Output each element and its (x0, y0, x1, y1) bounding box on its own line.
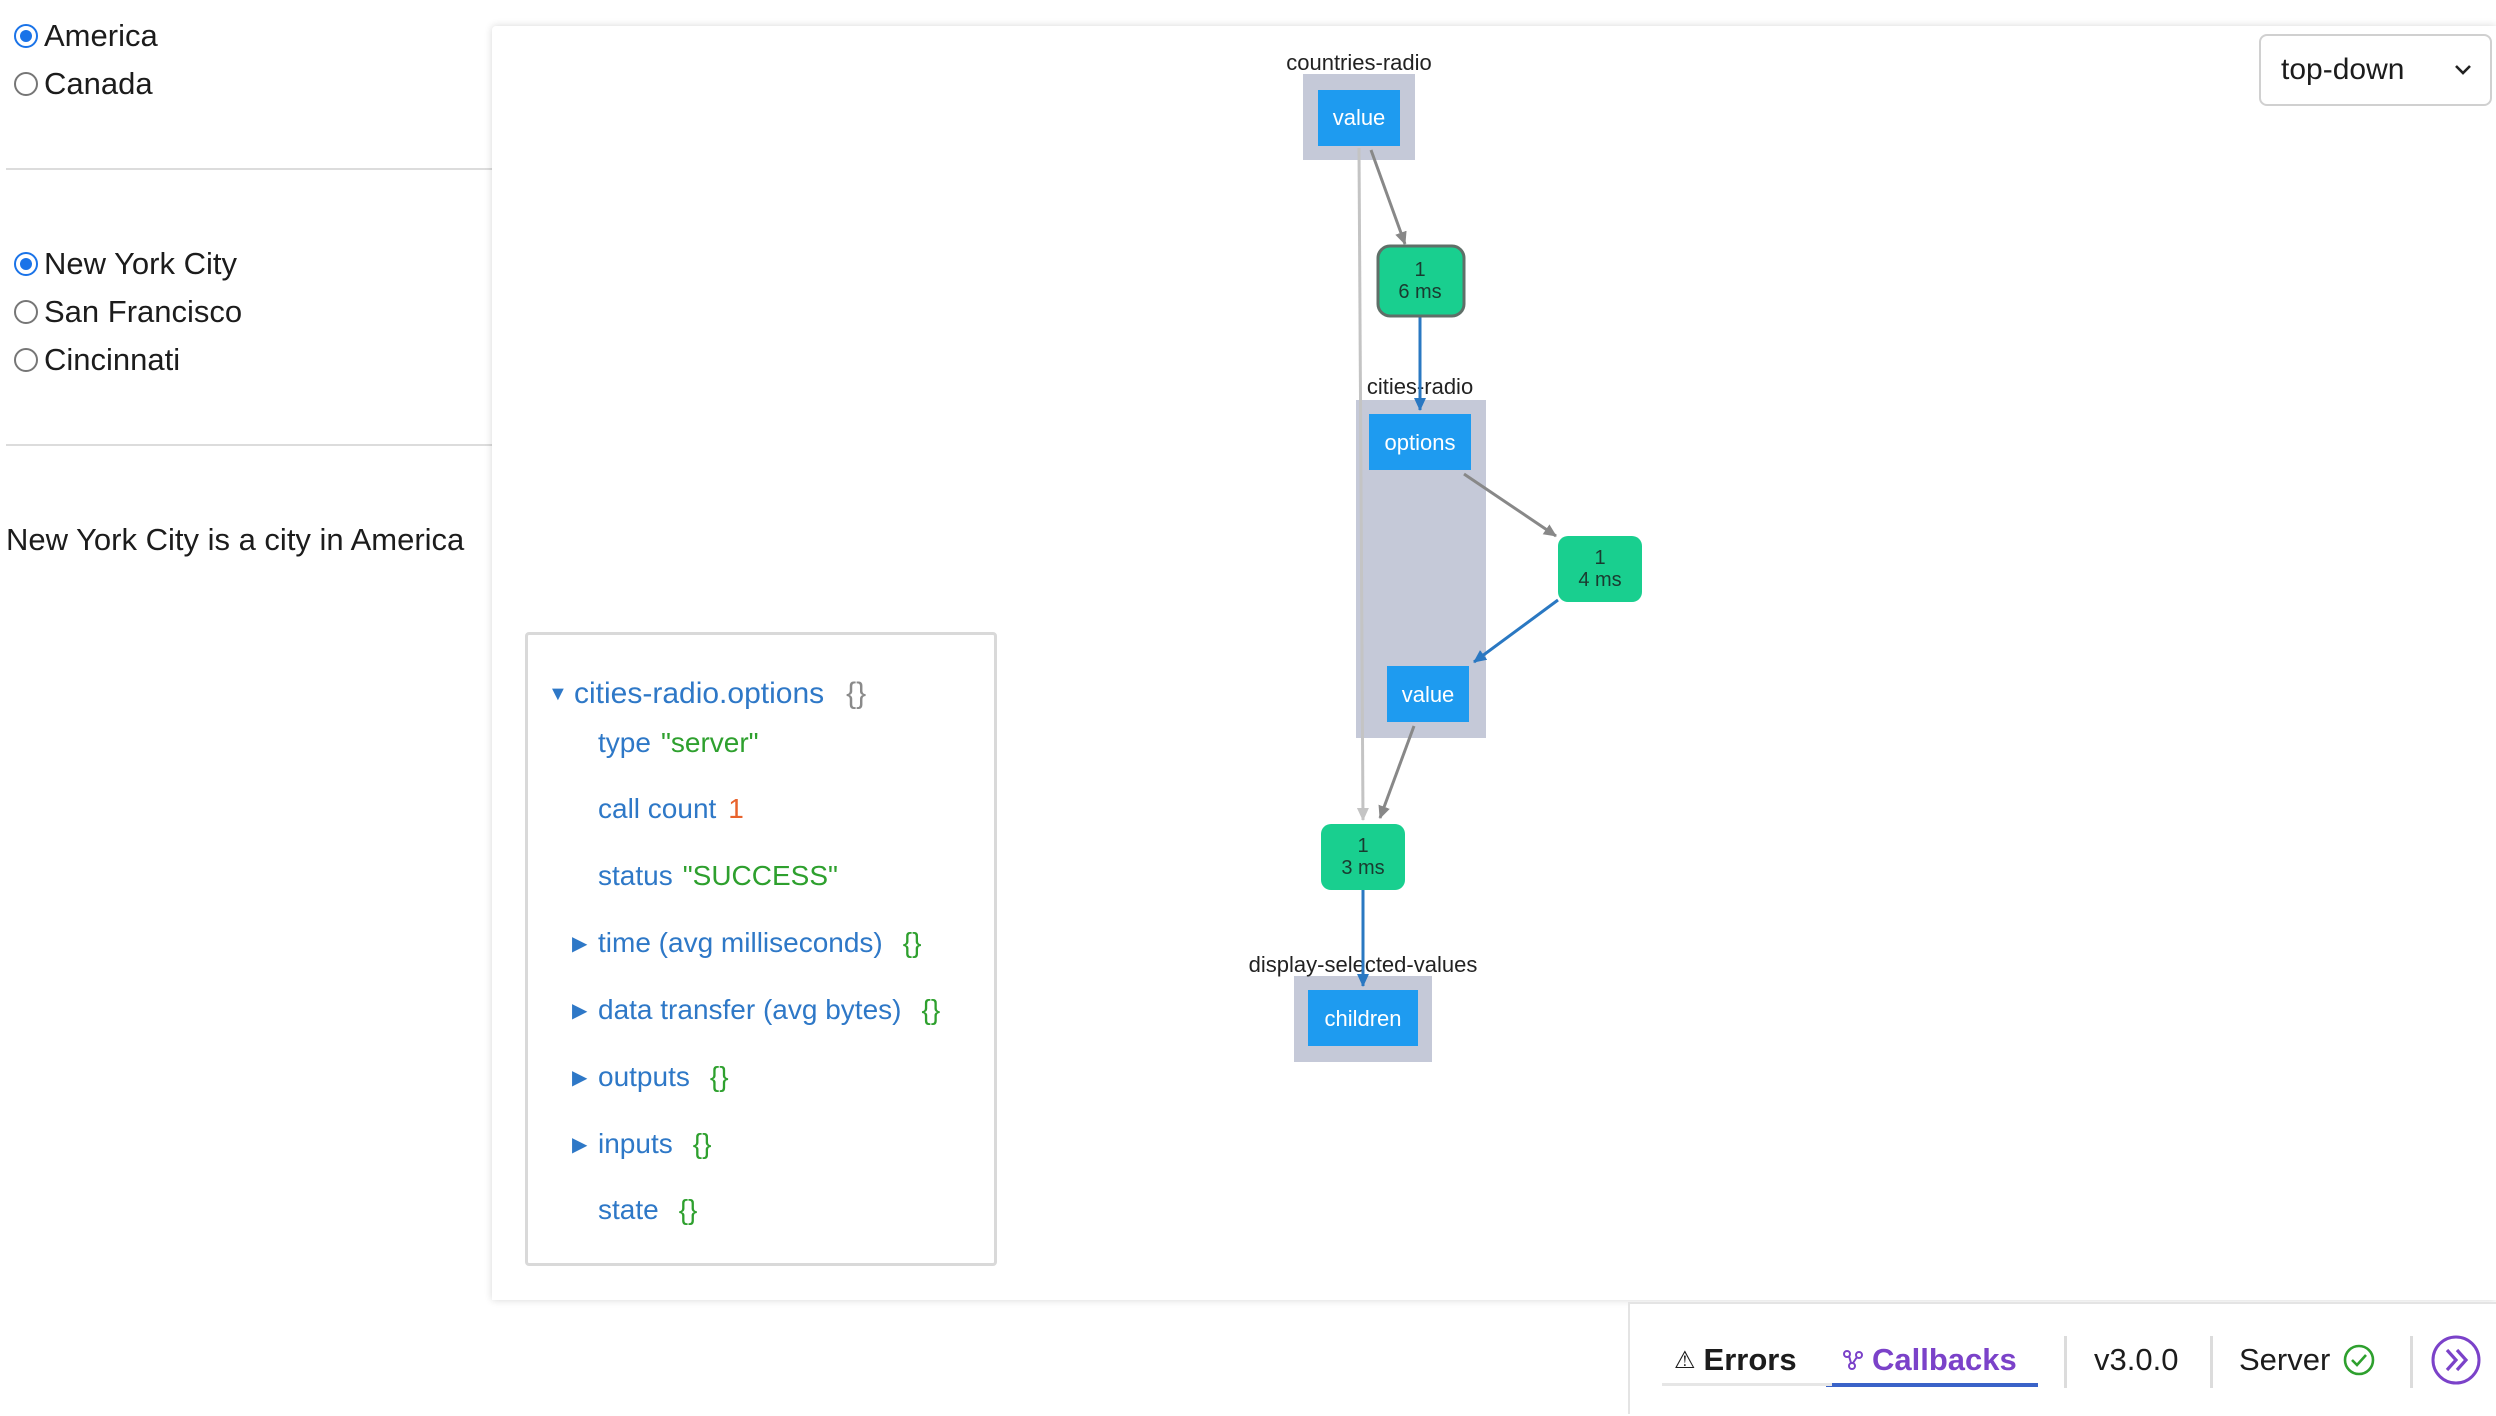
radio-label-san-francisco: San Francisco (44, 294, 243, 329)
callback-info-panel: ▼ cities-radio.options {} type "server" … (525, 632, 997, 1266)
radio-option-canada[interactable]: Canada (14, 66, 153, 102)
info-type-key: type (598, 727, 651, 758)
info-inputs-key: inputs (598, 1128, 673, 1159)
radio-option-new-york-city[interactable]: New York City (14, 246, 237, 282)
server-status[interactable]: Server (2239, 1304, 2376, 1416)
radio-button-new-york-city[interactable] (14, 252, 38, 276)
errors-tab[interactable]: ⚠ Errors (1674, 1304, 1797, 1416)
radio-option-america[interactable]: America (14, 18, 158, 54)
collapse-triangle-icon[interactable]: ▼ (548, 682, 568, 705)
radio-label-america: America (44, 18, 158, 53)
divider (2410, 1336, 2413, 1388)
layout-select[interactable]: top-down (2259, 34, 2492, 106)
radio-label-new-york-city: New York City (44, 246, 237, 281)
info-status-row: status "SUCCESS" (598, 860, 838, 892)
info-root-braces: {} (846, 677, 867, 710)
version-label: v3.0.0 (2094, 1342, 2179, 1377)
info-time-key: time (avg milliseconds) (598, 927, 883, 958)
prop-node-label: value (1333, 105, 1386, 130)
radio-button-america[interactable] (14, 24, 38, 48)
edge-callback-2-to-value (1473, 598, 1559, 664)
info-state-braces: {} (678, 1194, 698, 1225)
collapse-devtools-button[interactable] (2430, 1304, 2482, 1416)
divider (2064, 1336, 2067, 1388)
divider (2210, 1336, 2213, 1388)
info-root-row[interactable]: ▼ cities-radio.options {} (548, 677, 866, 711)
prop-node-cities-options[interactable]: options (1369, 414, 1471, 470)
info-call-count-row: call count 1 (598, 793, 744, 825)
warning-icon: ⚠ (1674, 1346, 1696, 1374)
prop-node-label: value (1402, 682, 1455, 707)
prop-node-countries-value[interactable]: value (1318, 90, 1400, 146)
info-data-transfer-braces: {} (921, 994, 941, 1025)
check-circle-icon (2344, 1344, 2375, 1376)
callback-time: 6 ms (1398, 281, 1441, 303)
expand-triangle-icon[interactable]: ▶ (572, 1066, 588, 1089)
info-state-key: state (598, 1194, 659, 1225)
divider (6, 444, 492, 446)
component-label-countries-radio: countries-radio (1286, 50, 1432, 75)
dev-tools-bar: ⚠ Errors Callbacks v3.0.0 Server (1628, 1302, 2496, 1414)
info-inputs-braces: {} (692, 1128, 712, 1159)
prop-node-label: options (1385, 430, 1456, 455)
info-time-braces: {} (902, 927, 922, 958)
expand-triangle-icon[interactable]: ▶ (572, 999, 588, 1022)
radio-option-cincinnati[interactable]: Cincinnati (14, 342, 180, 378)
info-status-value: "SUCCESS" (682, 860, 838, 891)
radio-option-san-francisco[interactable]: San Francisco (14, 294, 242, 330)
expand-triangle-icon[interactable]: ▶ (572, 932, 588, 955)
radio-label-canada: Canada (44, 66, 153, 101)
expand-triangle-icon[interactable]: ▶ (572, 1133, 588, 1156)
server-label: Server (2239, 1342, 2331, 1377)
callbacks-tab[interactable]: Callbacks (1842, 1304, 2017, 1416)
info-type-row: type "server" (598, 727, 759, 759)
info-inputs-row[interactable]: ▶ inputs {} (572, 1128, 711, 1160)
callback-node-2[interactable]: 1 4 ms (1558, 536, 1642, 602)
info-outputs-braces: {} (709, 1061, 729, 1092)
edge-cities-value-to-callback-3 (1378, 725, 1416, 819)
errors-tab-label: Errors (1703, 1342, 1797, 1377)
info-outputs-key: outputs (598, 1061, 690, 1092)
prop-node-display-children[interactable]: children (1308, 990, 1418, 1046)
info-data-transfer-key: data transfer (avg bytes) (598, 994, 902, 1025)
info-call-count-key: call count (598, 793, 717, 824)
callbacks-tab-label: Callbacks (1872, 1342, 2017, 1377)
info-type-value: "server" (660, 727, 759, 758)
callback-time: 3 ms (1341, 857, 1384, 879)
callback-node-1[interactable]: 1 6 ms (1376, 244, 1466, 318)
double-chevron-right-icon (2431, 1335, 2481, 1385)
info-root-key: cities-radio.options (574, 677, 825, 710)
prop-node-cities-value[interactable]: value (1387, 666, 1469, 722)
callback-count: 1 (1414, 259, 1425, 281)
radio-button-canada[interactable] (14, 72, 38, 96)
prop-node-label: children (1324, 1006, 1401, 1031)
callback-count: 1 (1357, 835, 1368, 857)
info-status-key: status (598, 860, 673, 891)
edge-countries-value-to-callback-3 (1356, 147, 1369, 821)
info-call-count-value: 1 (728, 793, 744, 824)
divider (6, 168, 492, 170)
edge-options-to-callback-2 (1463, 472, 1557, 538)
radio-label-cincinnati: Cincinnati (44, 342, 181, 377)
edge-countries-value-to-callback-1 (1369, 149, 1407, 245)
info-data-transfer-row[interactable]: ▶ data transfer (avg bytes) {} (572, 994, 940, 1026)
info-state-row: state {} (598, 1194, 697, 1226)
info-outputs-row[interactable]: ▶ outputs {} (572, 1061, 729, 1093)
tab-indicator (1662, 1383, 1832, 1386)
callbacks-graph-icon (1843, 1350, 1863, 1370)
display-selected-values-text: New York City is a city in America (6, 522, 465, 557)
radio-button-cincinnati[interactable] (14, 348, 38, 372)
chevron-down-icon (2455, 65, 2471, 75)
layout-select-value: top-down (2281, 53, 2405, 86)
callback-node-3[interactable]: 1 3 ms (1321, 824, 1405, 890)
active-tab-indicator (1826, 1383, 2038, 1387)
radio-button-san-francisco[interactable] (14, 300, 38, 324)
callback-count: 1 (1594, 547, 1605, 569)
callback-time: 4 ms (1578, 569, 1621, 591)
info-time-row[interactable]: ▶ time (avg milliseconds) {} (572, 927, 921, 959)
